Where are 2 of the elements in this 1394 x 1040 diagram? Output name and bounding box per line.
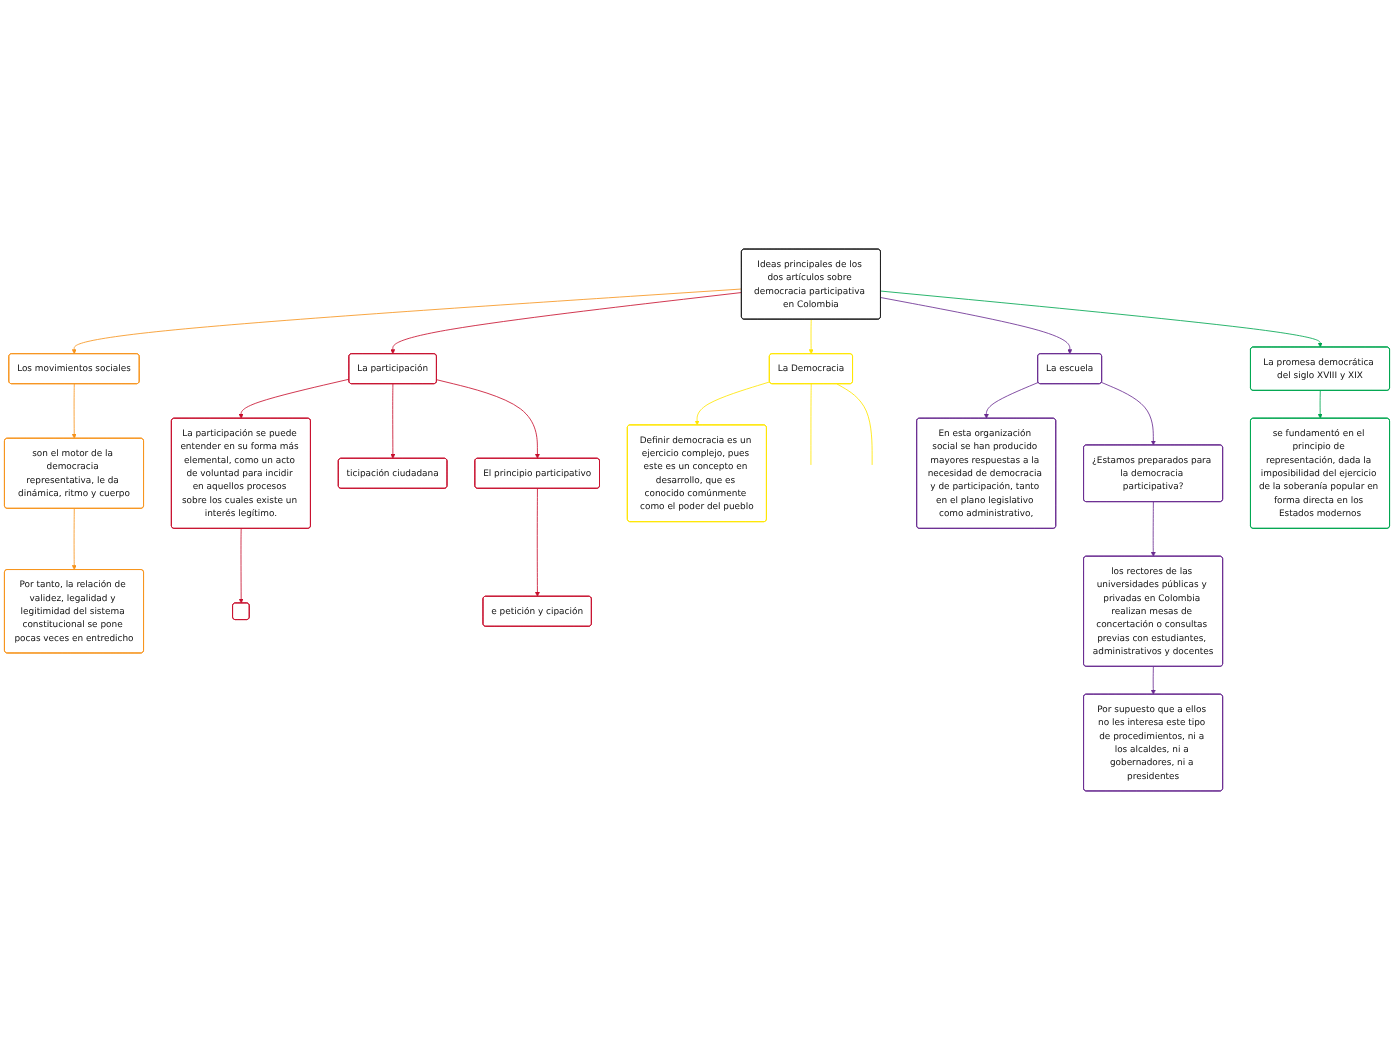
connector xyxy=(810,383,812,466)
connector xyxy=(836,383,873,466)
